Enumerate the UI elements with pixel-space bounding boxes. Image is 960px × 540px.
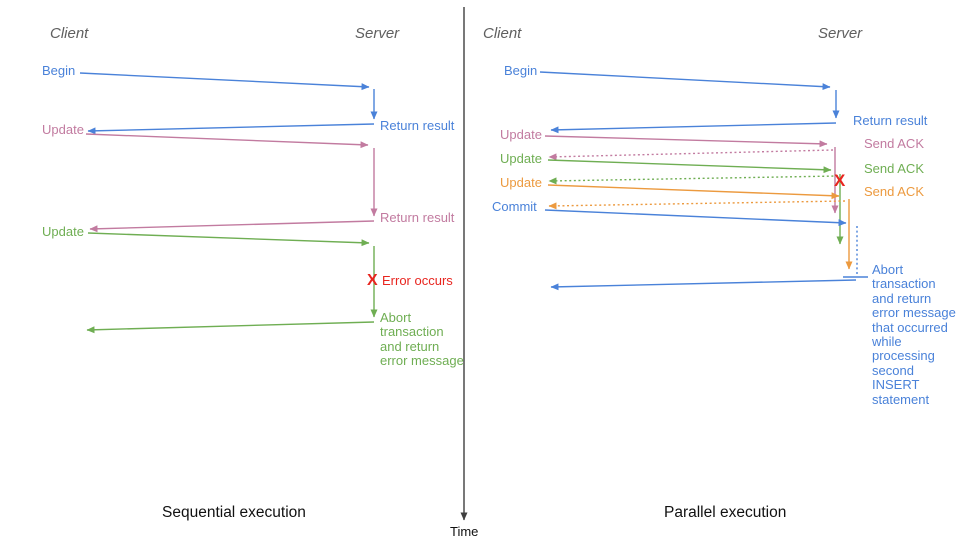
par-send-ack-1-label: Send ACK xyxy=(864,136,924,151)
par-abort-return-line xyxy=(550,279,857,291)
par-update-1-label: Update xyxy=(500,127,542,142)
par-update-3-request-line xyxy=(547,184,840,200)
par-begin-request-line xyxy=(539,71,831,91)
seq-update-2-label: Update xyxy=(42,224,84,239)
seq-abort-line-4: error message xyxy=(380,353,464,369)
seq-caption: Sequential execution xyxy=(162,504,306,521)
par-return-result-label: Return result xyxy=(853,113,928,128)
seq-return-result-2-line xyxy=(89,220,375,233)
par-abort-line-7: processing xyxy=(872,348,935,364)
par-abort-line-8: second xyxy=(872,362,914,378)
par-send-ack-1-line xyxy=(548,149,834,161)
par-update-3-label: Update xyxy=(500,175,542,190)
seq-error-x-icon: X xyxy=(367,272,378,289)
seq-return-result-1-line xyxy=(87,123,375,135)
seq-abort-line-3: and return xyxy=(380,338,440,354)
seq-return-result-2-label: Return result xyxy=(380,210,455,225)
par-abort-line-1: Abort xyxy=(872,262,904,277)
par-commit-request-line xyxy=(544,209,847,227)
par-caption: Parallel execution xyxy=(664,504,787,521)
par-server-header: Server xyxy=(818,25,863,42)
seq-begin-request-line xyxy=(79,72,370,91)
seq-abort-line-1: Abort xyxy=(380,310,412,325)
par-abort-message: Abort transaction and return error messa… xyxy=(872,262,956,407)
par-abort-line-2: transaction xyxy=(872,276,936,292)
par-abort-line-4: error message xyxy=(872,305,956,321)
par-abort-line-10: statement xyxy=(872,391,930,407)
par-abort-line-3: and return xyxy=(872,290,932,306)
seq-update-1-request-line xyxy=(85,133,369,149)
seq-error-occurs-label: Error occurs xyxy=(382,273,453,288)
par-update-2-label: Update xyxy=(500,151,542,166)
par-send-ack-3-label: Send ACK xyxy=(864,184,924,199)
par-send-ack-2-line xyxy=(548,175,839,185)
seq-abort-return-line xyxy=(86,321,375,334)
seq-return-result-1-label: Return result xyxy=(380,118,455,133)
par-begin-label: Begin xyxy=(504,63,538,78)
par-error-x-icon: X xyxy=(834,171,846,190)
seq-update-2-request-line xyxy=(87,232,370,247)
par-client-header: Client xyxy=(483,25,522,42)
par-commit-label: Commit xyxy=(492,199,537,214)
seq-abort-message: Abort transaction and return error messa… xyxy=(380,310,464,369)
seq-begin-label: Begin xyxy=(42,63,76,78)
par-abort-line-6: while xyxy=(872,334,902,350)
time-axis-label: Time xyxy=(450,524,479,539)
seq-update-1-label: Update xyxy=(42,122,84,137)
seq-abort-line-2: transaction xyxy=(380,324,444,340)
par-return-result-line xyxy=(550,122,837,134)
par-abort-line-9: INSERT xyxy=(872,377,920,393)
par-send-ack-3-line xyxy=(548,200,846,210)
par-send-ack-2-label: Send ACK xyxy=(864,161,924,176)
par-update-2-request-line xyxy=(547,159,832,174)
seq-server-header: Server xyxy=(355,25,400,42)
seq-client-header: Client xyxy=(50,25,89,42)
par-abort-line-5: that occurred xyxy=(872,319,948,335)
par-update-1-request-line xyxy=(544,135,828,148)
